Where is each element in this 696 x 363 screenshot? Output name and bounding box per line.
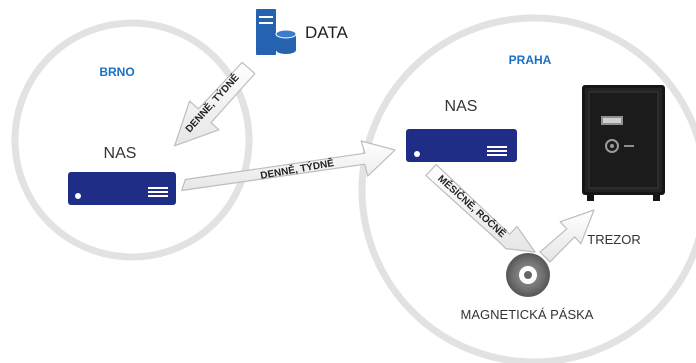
brno-nas-device bbox=[68, 172, 176, 205]
praha-nas-label: NAS bbox=[445, 98, 478, 115]
praha-nas-device bbox=[406, 129, 517, 162]
tape-label: MAGNETICKÁ PÁSKA bbox=[461, 307, 594, 322]
brno-nas-label: NAS bbox=[104, 145, 137, 162]
data-server-icon bbox=[256, 9, 297, 55]
brno-title: BRNO bbox=[99, 65, 134, 79]
data-label: DATA bbox=[305, 23, 348, 42]
magnetic-tape-icon bbox=[506, 253, 550, 297]
praha-title: PRAHA bbox=[509, 53, 552, 67]
arrow-tape-to-safe bbox=[539, 209, 595, 263]
safe-label: TREZOR bbox=[587, 232, 640, 247]
safe-icon bbox=[582, 85, 665, 201]
brno-site: BRNO NAS bbox=[11, 19, 253, 261]
arrow-brno-to-praha-label: DENNĚ, TÝDNĚ bbox=[259, 156, 335, 182]
